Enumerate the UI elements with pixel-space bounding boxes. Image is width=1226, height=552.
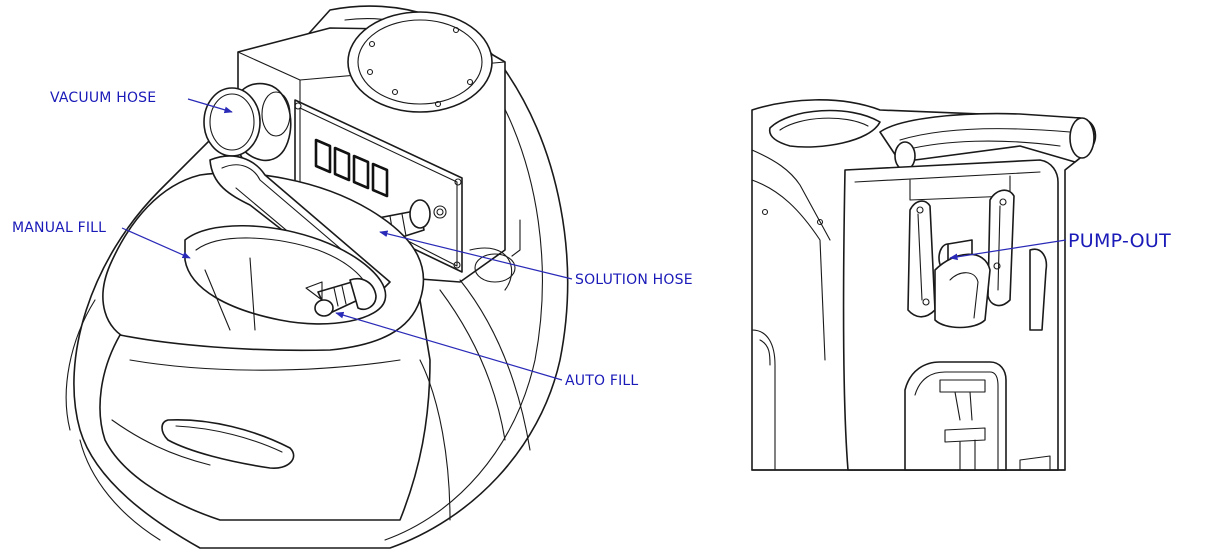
pump-out-valve: [907, 189, 1048, 331]
label-manual-fill: MANUAL FILL: [12, 220, 106, 236]
label-solution-hose: SOLUTION HOSE: [575, 272, 693, 288]
vacuum-hose-port: [203, 82, 292, 162]
callout-labels: VACUUM HOSE MANUAL FILL SOLUTION HOSE AU…: [12, 90, 1171, 389]
leader-vacuum-hose: [187, 98, 233, 114]
leader-solution-hose: [379, 230, 573, 280]
leader-lines: [121, 98, 1067, 381]
label-vacuum-hose: VACUUM HOSE: [50, 90, 156, 106]
leader-manual-fill: [121, 227, 191, 259]
right-view-pump-out: [751, 99, 1097, 471]
leader-auto-fill: [335, 311, 563, 381]
label-auto-fill: AUTO FILL: [565, 373, 638, 389]
leader-pump-out: [949, 239, 1067, 261]
auto-fill-fitting: [305, 278, 377, 317]
rocker-switches: [314, 138, 447, 219]
label-pump-out: PUMP-OUT: [1068, 230, 1171, 252]
left-view-machine: [65, 5, 569, 549]
